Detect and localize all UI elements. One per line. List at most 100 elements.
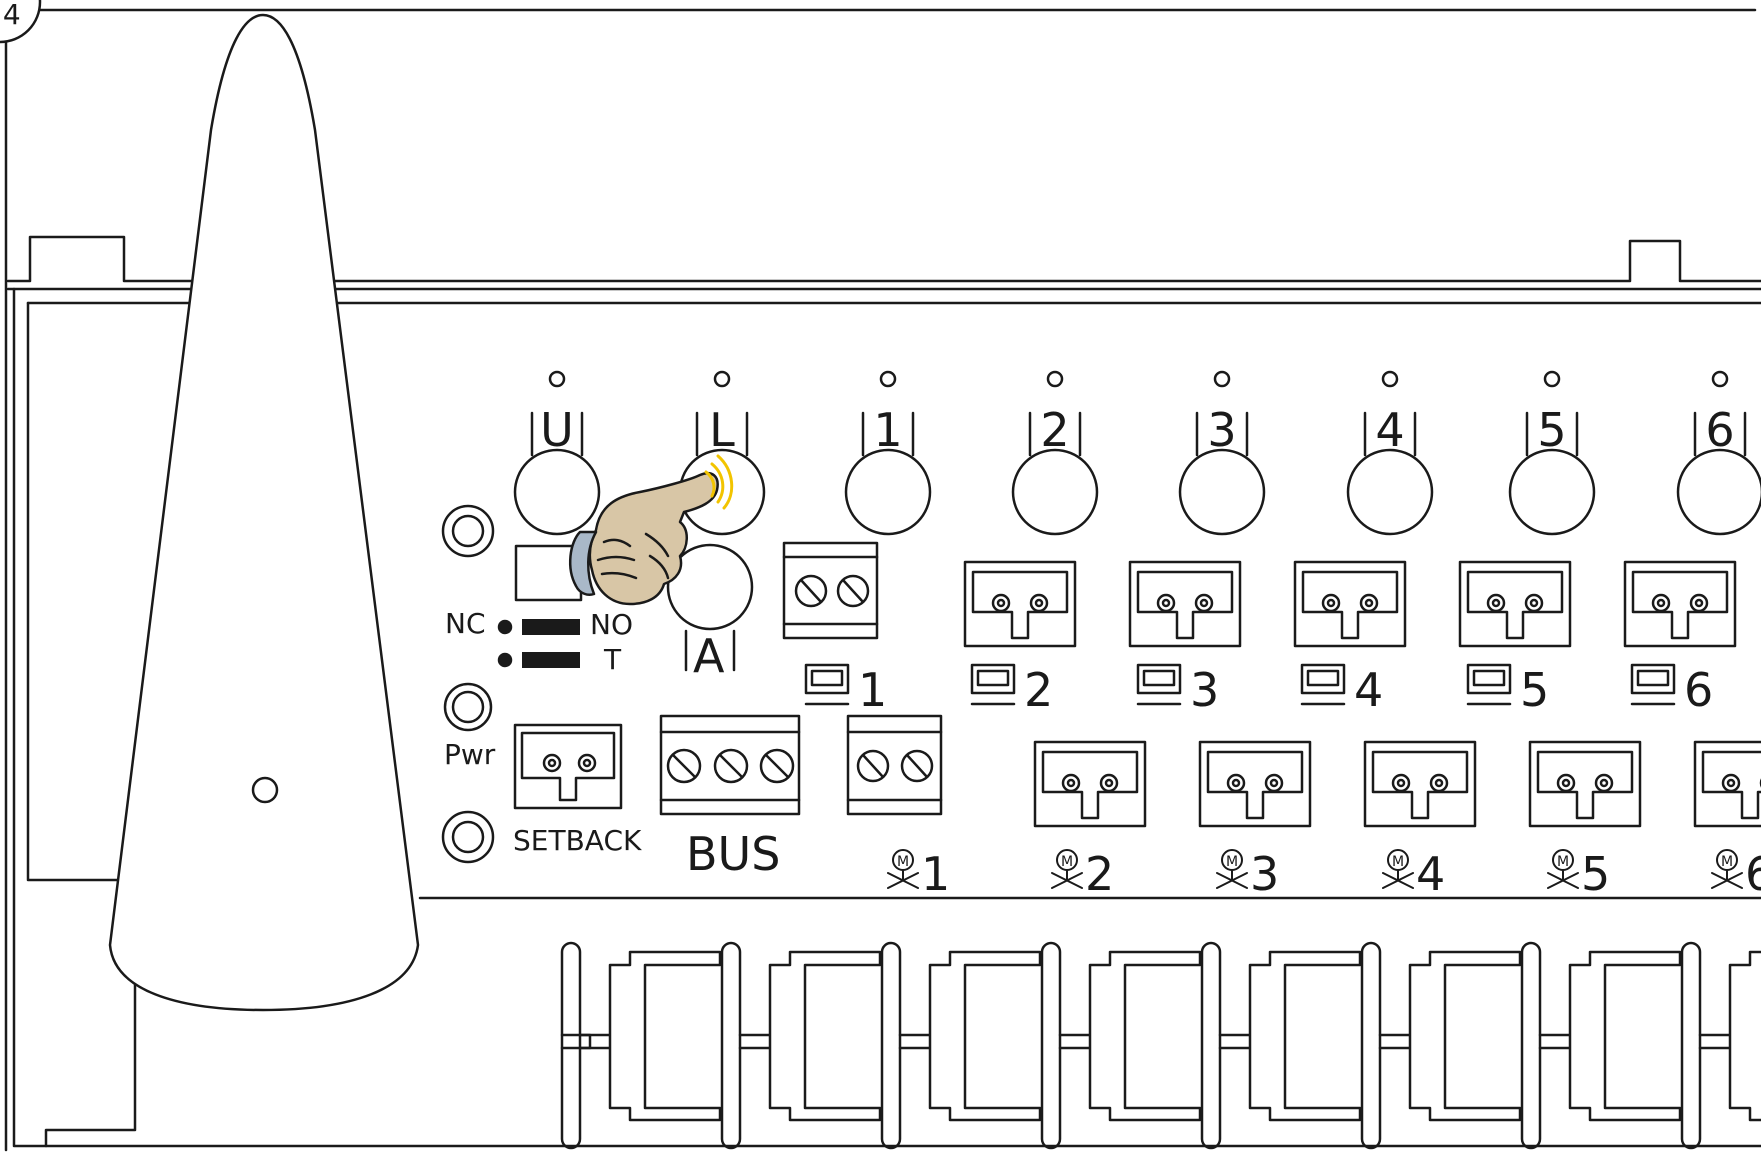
thermostat-connector-6	[1623, 560, 1737, 648]
thermostat-label-4: 4	[1300, 663, 1383, 717]
thermostat-label-6: 6	[1630, 663, 1713, 717]
antenna	[108, 13, 420, 1012]
thermostat-number: 1	[858, 663, 887, 717]
setback-label: SETBACK	[513, 824, 642, 857]
thermostat-number: 5	[1520, 663, 1549, 717]
led-L[interactable]: L	[678, 370, 766, 536]
thermostat-connectors	[963, 560, 1737, 648]
step-badge: .4	[0, 0, 42, 44]
svg-text:M: M	[1226, 854, 1238, 870]
pipe-manifold	[560, 941, 1761, 1150]
led-label-4: 4	[1375, 403, 1404, 457]
thermostat-icon	[1300, 663, 1346, 706]
figure-frame	[4, 8, 1757, 1152]
actuator-number: 2	[1085, 847, 1114, 901]
a-button[interactable]: A	[666, 543, 754, 683]
pwr-light	[443, 682, 493, 732]
led-label-2: 2	[1040, 403, 1069, 457]
led-label-3: 3	[1207, 403, 1236, 457]
led-U[interactable]: U	[513, 370, 601, 536]
actuator-number: 1	[921, 847, 950, 901]
jumper-t-label: T	[603, 643, 622, 676]
actuator-connector-5	[1528, 740, 1642, 828]
controller-housing	[6, 235, 1761, 1148]
thermostat-connector-5	[1458, 560, 1572, 648]
svg-text:M: M	[1557, 854, 1569, 870]
led-label-5: 5	[1537, 403, 1566, 457]
led-2[interactable]: 2	[1011, 370, 1099, 536]
valve-motor-icon: M	[1547, 849, 1579, 889]
actuator-connectors	[1033, 740, 1761, 828]
valve-motor-icon: M	[1216, 849, 1248, 889]
thermostat-connector-2	[963, 560, 1077, 648]
led-4[interactable]: 4	[1346, 370, 1434, 536]
thermostat-labels: 1 2 3 4 5 6	[804, 663, 1713, 717]
svg-text:M: M	[1721, 854, 1733, 870]
actuator-connector-4	[1363, 740, 1477, 828]
actuator-number: 4	[1416, 847, 1445, 901]
manifold-outlet-6	[1360, 941, 1522, 1150]
led-indicator-row: U L 1 2 3 4 5 6	[513, 370, 1761, 536]
thermostat-number: 6	[1684, 663, 1713, 717]
led-label-6: 6	[1705, 403, 1734, 457]
led-6[interactable]: 6	[1676, 370, 1761, 536]
thermostat-label-5: 5	[1466, 663, 1549, 717]
led-label-L: L	[709, 403, 735, 457]
thermostat-connector-3	[1128, 560, 1242, 648]
svg-text:M: M	[1061, 854, 1073, 870]
a-button-label: A	[693, 629, 725, 683]
bus-terminal	[659, 714, 801, 816]
manifold-outlet-3	[880, 941, 1042, 1150]
manifold-outlet-7	[1520, 941, 1682, 1150]
actuator-number: 6	[1745, 847, 1761, 901]
manifold-outlet-8	[1680, 941, 1761, 1150]
actuator-connector-3	[1198, 740, 1312, 828]
svg-text:M: M	[1392, 854, 1404, 870]
jumper-selector[interactable]: NC NO T	[445, 544, 633, 676]
setback-connector	[513, 723, 623, 810]
actuator-number: 3	[1250, 847, 1279, 901]
valve-motor-icon: M	[1711, 849, 1743, 889]
thermostat-icon	[970, 663, 1016, 706]
thermostat-label-3: 3	[1136, 663, 1219, 717]
jumper-nc-label: NC	[445, 607, 486, 640]
led-label-1: 1	[873, 403, 902, 457]
thermostat-icon	[804, 663, 850, 706]
led-1[interactable]: 1	[844, 370, 932, 536]
led-3[interactable]: 3	[1178, 370, 1266, 536]
thermostat-terminal-1	[782, 541, 879, 640]
led-5[interactable]: 5	[1508, 370, 1596, 536]
step-number: .4	[0, 0, 21, 31]
thermostat-icon	[1630, 663, 1676, 706]
status-light-top	[441, 504, 495, 558]
manifold-outlet-2	[720, 941, 882, 1150]
manifold-end	[560, 1033, 592, 1050]
thermostat-number: 3	[1190, 663, 1219, 717]
thermostat-label-1: 1	[804, 663, 887, 717]
manifold-outlet-1	[560, 941, 722, 1150]
thermostat-number: 2	[1024, 663, 1053, 717]
thermostat-number: 4	[1354, 663, 1383, 717]
manifold-outlet-5	[1200, 941, 1362, 1150]
jumper-no-label: NO	[590, 608, 633, 641]
pwr-label: Pwr	[444, 738, 496, 771]
manifold-outlet-4	[1040, 941, 1202, 1150]
bus-label: BUS	[686, 827, 780, 881]
actuator-connector-2	[1033, 740, 1147, 828]
thermostat-icon	[1466, 663, 1512, 706]
setback-light	[441, 810, 495, 864]
actuator-number: 5	[1581, 847, 1610, 901]
actuator-terminal-1	[846, 714, 943, 816]
led-label-U: U	[540, 403, 574, 457]
valve-motor-icon: M	[1051, 849, 1083, 889]
signal-waves-icon	[704, 454, 734, 510]
thermostat-label-2: 2	[970, 663, 1053, 717]
thermostat-connector-4	[1293, 560, 1407, 648]
